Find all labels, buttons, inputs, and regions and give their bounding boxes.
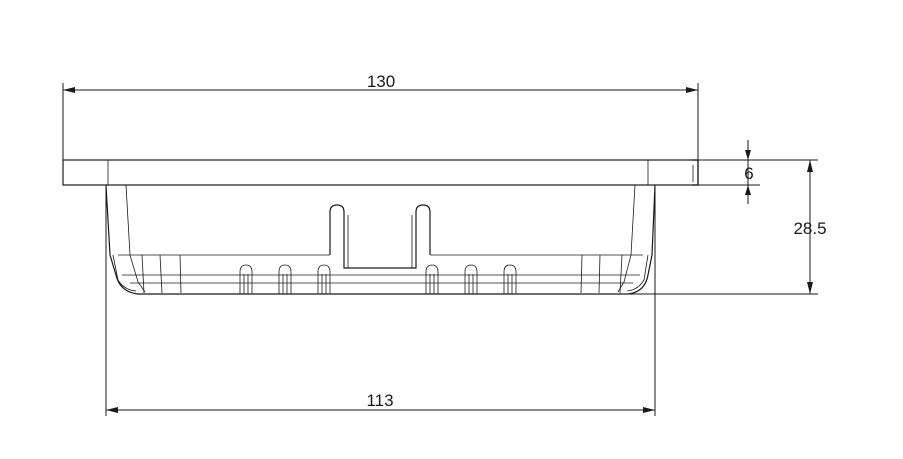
dimension-bottom-width: 113 <box>105 185 656 416</box>
dimension-flange-thickness: 6 <box>698 140 760 204</box>
drain-slots <box>239 264 517 294</box>
dimension-label-28-5: 28.5 <box>793 219 826 238</box>
dimension-label-6: 6 <box>744 164 753 183</box>
dimension-total-height: 28.5 <box>630 159 827 295</box>
flange <box>62 159 699 186</box>
dimension-label-130: 130 <box>367 72 395 91</box>
dimension-overall-width: 130 <box>62 72 699 160</box>
part-outline <box>62 159 699 295</box>
center-post <box>329 204 431 269</box>
dimension-label-113: 113 <box>366 391 393 410</box>
basket-body <box>105 184 656 295</box>
